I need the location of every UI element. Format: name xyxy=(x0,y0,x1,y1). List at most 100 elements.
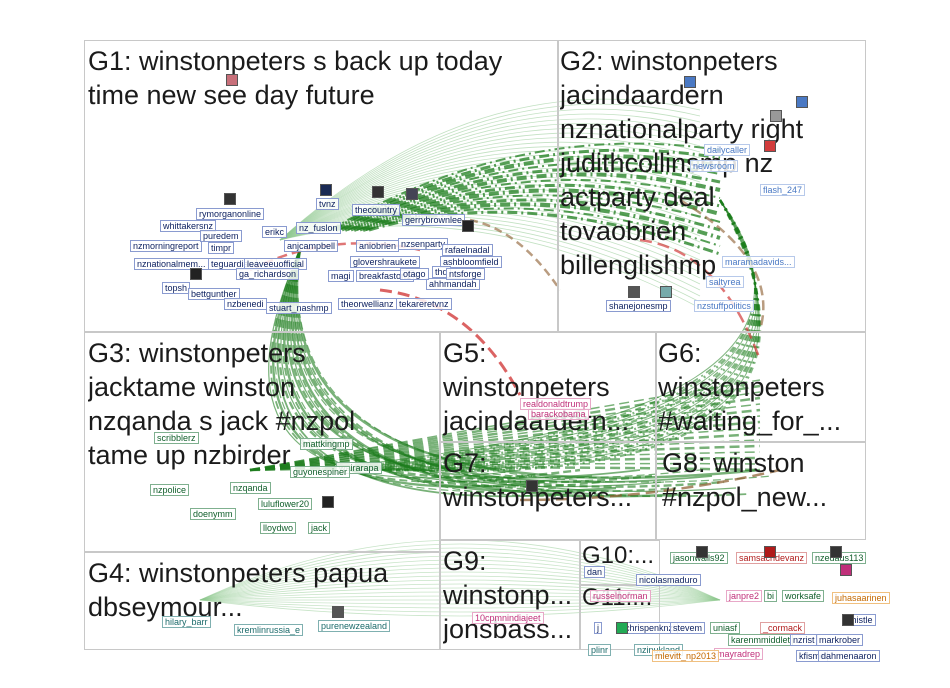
node-label: flash_247 xyxy=(760,184,806,196)
node-label: nzqanda xyxy=(230,482,271,494)
network-edge xyxy=(249,444,761,472)
network-edge xyxy=(290,249,677,493)
node-label: nzsenparty xyxy=(398,238,449,250)
node-label: rymorganonline xyxy=(196,208,265,220)
node-label: nz_fuslon xyxy=(296,222,341,234)
group-box-g5 xyxy=(440,332,656,442)
group-title-g10: G10:... xyxy=(582,542,655,569)
network-edge xyxy=(249,403,761,471)
network-edge xyxy=(341,167,721,232)
network-edge xyxy=(379,288,522,396)
node-label: dailycaller xyxy=(704,144,751,156)
node-label: lloydwo xyxy=(260,522,297,534)
network-edge xyxy=(297,249,773,483)
node-label: purenewzealand xyxy=(318,620,391,632)
node-label: ga_richardson xyxy=(236,268,300,280)
node-label: tekareretvnz xyxy=(396,298,452,310)
node-avatar-icon xyxy=(332,606,344,618)
node-label: scribblerz xyxy=(154,432,199,444)
network-edge xyxy=(344,172,721,232)
group-box-g11 xyxy=(580,585,660,650)
network-edge xyxy=(279,179,701,241)
node-label: nzmorningreport xyxy=(130,240,202,252)
node-label: jack xyxy=(308,522,331,534)
group-title-g4: G4: winstonpeters papua dbseymour... xyxy=(88,558,389,622)
network-edge xyxy=(289,249,665,488)
node-label: stuart_nashmp xyxy=(266,302,332,314)
node-label: stevem xyxy=(670,622,706,634)
network-edge xyxy=(279,98,701,241)
network-edge xyxy=(279,197,701,249)
node-avatar-icon xyxy=(616,622,628,634)
node-label: thecountry xyxy=(352,204,401,216)
network-edge xyxy=(249,462,761,471)
node-label: janpre2 xyxy=(726,590,763,602)
group-box-g6 xyxy=(656,332,866,442)
node-label: plinr xyxy=(588,644,612,656)
node-label: ntsforge xyxy=(446,268,485,280)
node-avatar-icon xyxy=(830,546,842,558)
node-label: nzrist xyxy=(790,634,818,646)
node-avatar-icon xyxy=(764,140,776,152)
node-label: luluflower20 xyxy=(258,498,313,510)
network-edge xyxy=(249,427,761,471)
network-edge xyxy=(279,103,701,241)
network-edge xyxy=(249,432,761,472)
node-label: 10cpmnindiajeet xyxy=(472,612,544,624)
node-label: doenymm xyxy=(190,508,236,520)
node-label: shanejonesmp xyxy=(606,300,671,312)
network-edge xyxy=(401,199,762,473)
node-label: theorwellianz xyxy=(338,298,397,310)
network-edge xyxy=(249,456,761,472)
network-edge xyxy=(279,171,701,241)
node-avatar-icon xyxy=(840,564,852,576)
node-avatar-icon xyxy=(322,496,334,508)
node-avatar-icon xyxy=(190,268,202,280)
network-edge xyxy=(249,451,761,471)
node-label: aniobrien xyxy=(356,240,400,252)
group-box-g2 xyxy=(558,40,866,332)
network-edge xyxy=(279,108,701,241)
group-title-g2: G2: winstonpeters jacindaardern nznation… xyxy=(560,46,804,280)
network-edge xyxy=(199,599,721,613)
network-edge xyxy=(199,599,721,609)
node-label: gerrybrownlee xyxy=(402,214,466,226)
node-avatar-icon xyxy=(684,76,696,88)
node-label: erikc xyxy=(262,226,288,238)
node-label: _cormack xyxy=(760,622,806,634)
node-label: glovershraukete xyxy=(350,256,421,268)
node-avatar-icon xyxy=(796,96,808,108)
group-title-g9: G9: winstonp... jonsbass... xyxy=(443,546,573,644)
node-label: topsh xyxy=(162,282,191,294)
node-label: realdonaldtrump xyxy=(520,398,592,410)
node-label: mlevitt_np2013 xyxy=(652,650,720,662)
node-avatar-icon xyxy=(462,220,474,232)
node-label: rafaelnadal xyxy=(442,244,493,256)
group-box-g9 xyxy=(440,540,580,650)
node-label: juhasaarinen xyxy=(832,592,890,604)
node-avatar-icon xyxy=(628,286,640,298)
group-title-g3: G3: winstonpeters jacktame winston nzqan… xyxy=(88,338,356,470)
node-label: otago xyxy=(400,268,429,280)
network-edge xyxy=(199,599,721,617)
group-box-g4 xyxy=(84,552,440,650)
node-label: whittakersnz xyxy=(160,220,217,232)
node-label: saltyrea xyxy=(706,276,744,288)
group-title-g8: G8: winston #nzpol_new... xyxy=(662,448,828,512)
node-label: markrober xyxy=(816,634,864,646)
network-edge xyxy=(295,249,737,492)
network-edge xyxy=(347,179,721,231)
node-avatar-icon xyxy=(224,193,236,205)
network-edge xyxy=(249,466,761,472)
node-label: guyonespiner xyxy=(290,466,351,478)
node-label: karenmmiddlet xyxy=(728,634,794,646)
group-title-g6: G6: winstonpeters #waiting_for_... xyxy=(658,338,842,436)
network-edge xyxy=(469,218,562,291)
group-box-g1 xyxy=(84,40,558,332)
node-label: bi xyxy=(764,590,778,602)
network-edge xyxy=(279,175,701,241)
network-edge xyxy=(323,199,757,471)
node-avatar-icon xyxy=(526,480,538,492)
network-edge xyxy=(329,142,721,231)
network-edge xyxy=(295,249,761,479)
